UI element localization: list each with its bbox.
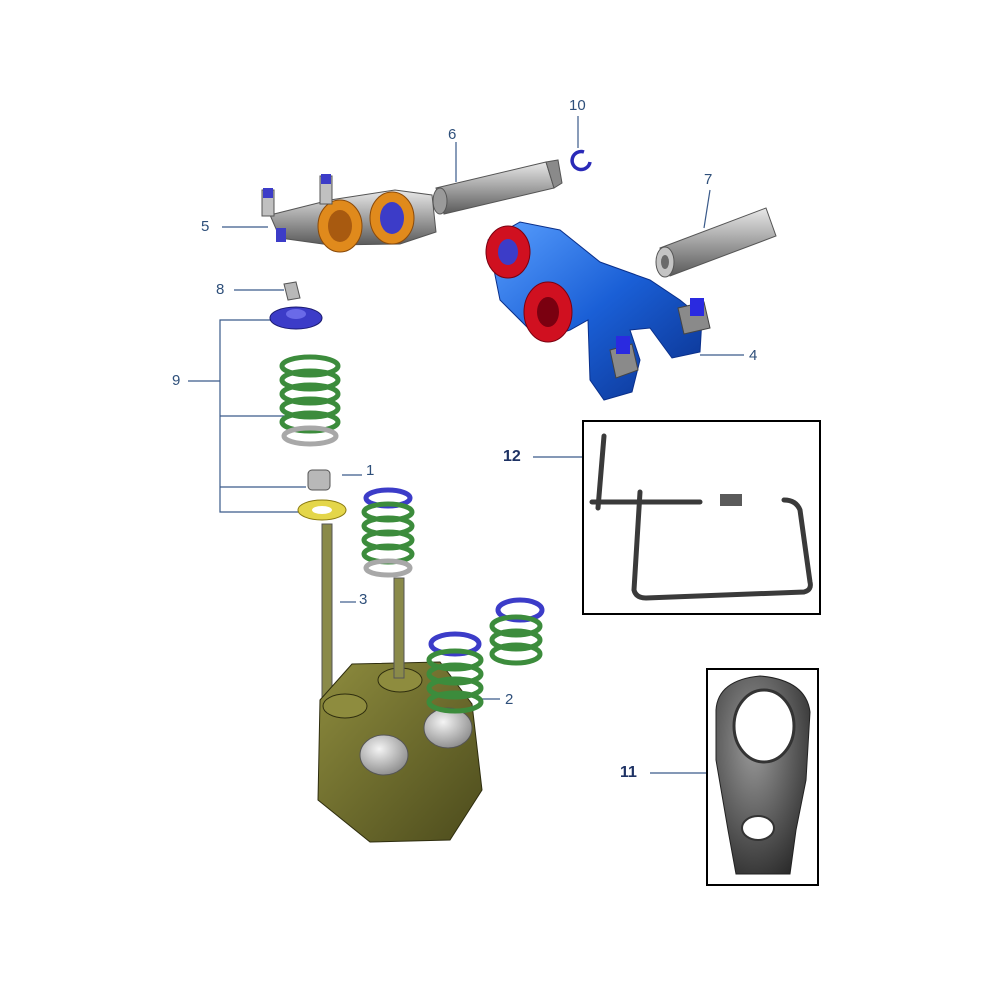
callout-4: 4 <box>749 347 758 364</box>
tool-image-part-11 <box>706 668 819 886</box>
callout-11: 11 <box>620 764 637 781</box>
callout-8: 8 <box>216 281 225 298</box>
valve-collet-part-8 <box>283 281 301 301</box>
callout-3: 3 <box>359 591 368 608</box>
circlip-part <box>570 149 592 172</box>
spring-seat-washer <box>297 499 347 521</box>
rocker-shaft-part-7 <box>655 207 777 278</box>
cylinder-head <box>317 577 483 843</box>
rocker-arm-part-4 <box>485 221 711 401</box>
valve-springs-part-2 <box>426 597 545 714</box>
callout-12: 12 <box>503 448 521 465</box>
rocker-arm-part-5 <box>261 174 437 253</box>
callout-6: 6 <box>448 126 457 143</box>
callout-1: 1 <box>366 462 375 479</box>
rocker-shaft-part-6 <box>432 159 563 215</box>
callout-10: 10 <box>569 97 586 114</box>
tool-frame-part-12 <box>582 420 821 615</box>
leader-lines <box>188 116 744 774</box>
callout-5: 5 <box>201 218 210 235</box>
valve-spring-loose <box>279 354 341 447</box>
callout-7: 7 <box>704 171 713 188</box>
spring-retainer <box>269 306 323 330</box>
valve-spring-installed <box>361 487 415 578</box>
callout-9: 9 <box>172 372 181 389</box>
valve-part-3 <box>321 523 333 703</box>
valve-stem-seal-part-1 <box>307 469 331 491</box>
callout-2: 2 <box>505 691 514 708</box>
